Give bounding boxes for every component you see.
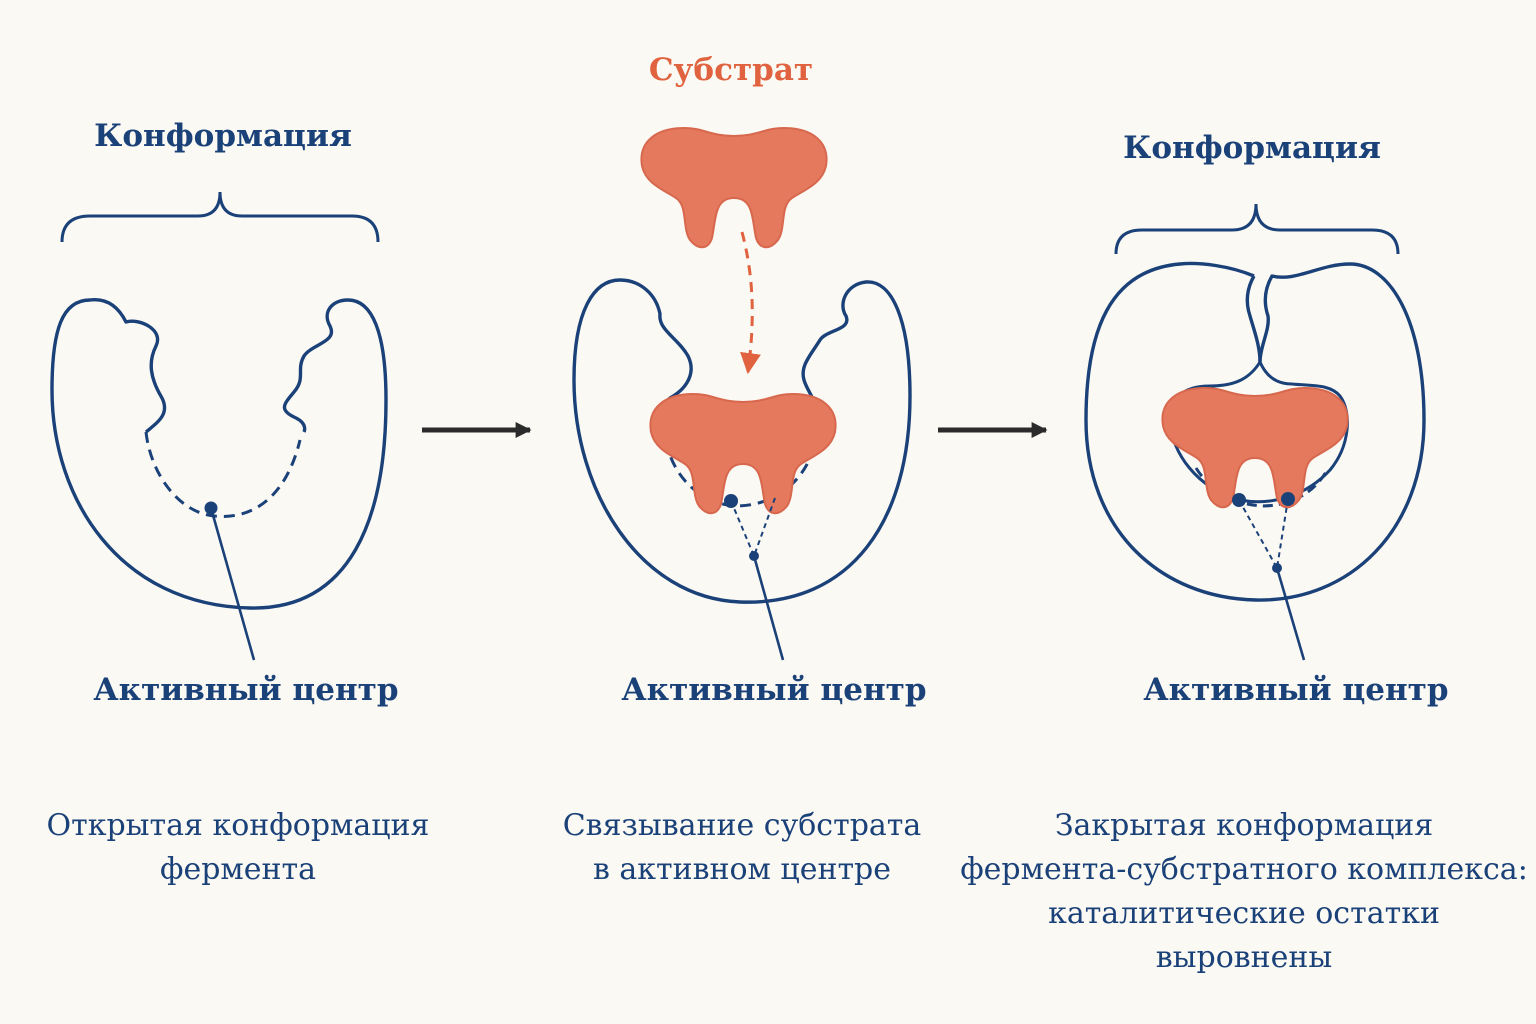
active-site-pointer [1275, 567, 1306, 661]
caption-line: фермента-субстратного комплекса: [960, 852, 1528, 887]
enzyme-outline [1084, 261, 1426, 602]
catalytic-link-dashed [1238, 499, 1278, 569]
caption-line: фермента [159, 852, 316, 887]
conformation-bracket [60, 191, 380, 243]
active-site-pointer [209, 507, 256, 661]
caption-line: Связывание субстрата [562, 808, 922, 843]
panel-3-site-label: Активный центр [1143, 672, 1449, 708]
panel-binding [572, 127, 912, 661]
down-dashed-arrow-icon [740, 231, 761, 375]
enzyme-inner-flap [1245, 275, 1262, 363]
binding-pocket-dashed [664, 439, 818, 508]
panel-1-caption: Открытая конформация фермента [47, 804, 430, 892]
conformation-bracket [1114, 203, 1400, 255]
panel-2-site-label: Активный центр [621, 672, 927, 708]
enzyme-outline [50, 298, 388, 610]
free-substrate [640, 127, 828, 249]
catalytic-link-dashed [753, 497, 776, 557]
caption-line: каталитические остатки [1048, 896, 1440, 931]
binding-pocket-dashed [144, 431, 302, 518]
panel-open [50, 191, 388, 661]
bound-substrate [649, 393, 837, 515]
catalytic-link-dashed [730, 500, 755, 557]
substrate-heading: Субстрат [648, 52, 814, 88]
panel-3-heading: Конформация [1123, 130, 1381, 166]
caption-line: в активном центре [592, 852, 892, 887]
enzyme-outline [572, 278, 912, 604]
panel-3-caption: Закрытая конформация фермента-субстратно… [960, 804, 1528, 980]
panel-1-site-label: Активный центр [93, 672, 399, 708]
catalytic-link-dashed [1276, 498, 1289, 569]
active-site-pointer [752, 555, 785, 661]
caption-line: выровнены [1155, 940, 1333, 975]
panel-2-caption: Связывание субстрата в активном центре [563, 804, 922, 892]
caption-line: Открытая конформация [46, 808, 430, 843]
panel-1-heading: Конформация [94, 118, 352, 154]
caption-line: Закрытая конформация [1054, 808, 1434, 843]
bound-substrate [1161, 387, 1349, 509]
panel-closed [1084, 203, 1426, 661]
